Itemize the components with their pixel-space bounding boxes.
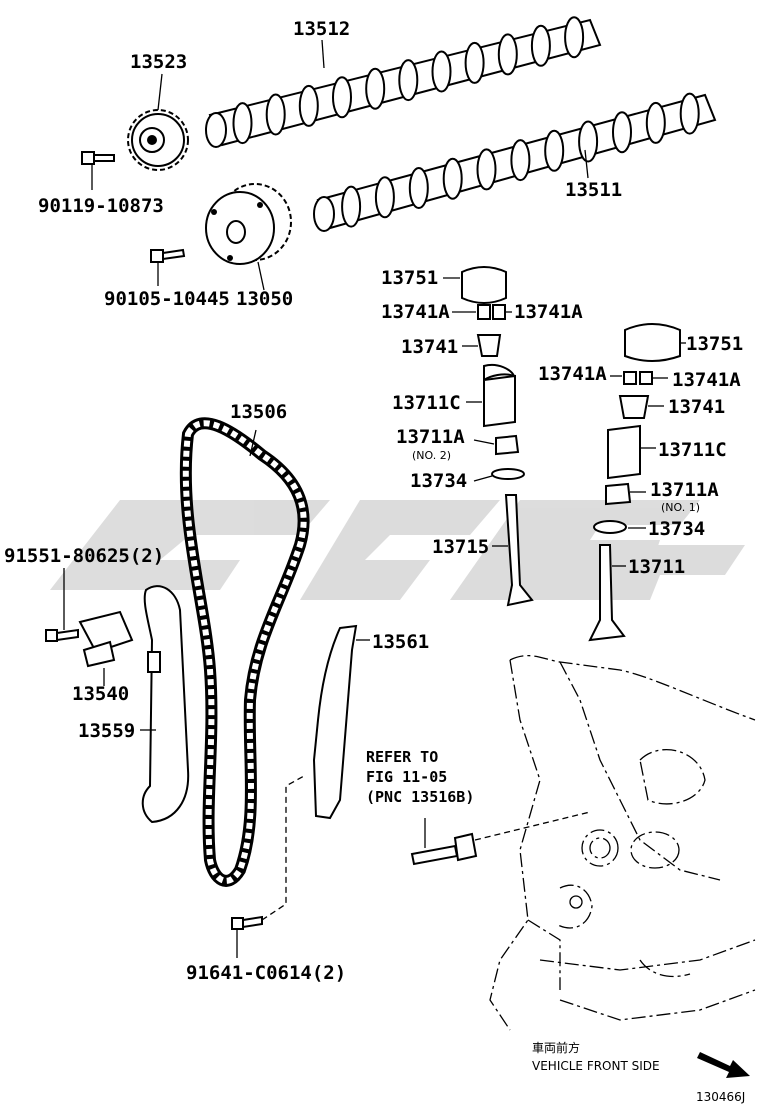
cam-lobe <box>679 92 700 135</box>
part-labels: 13512 13523 13511 90119-10873 90105-1044… <box>4 18 745 1104</box>
sprocket-13523 <box>127 109 189 171</box>
timing-chain-13506 <box>179 417 310 887</box>
cam-lobe <box>530 24 551 67</box>
vehicle-front-jp: 車両前方 <box>532 1040 580 1055</box>
cam-lobe <box>332 76 352 119</box>
label-13751-right: 13751 <box>686 333 743 355</box>
label-91641-c0614: 91641-C0614(2) <box>186 962 346 984</box>
label-no1: (NO. 1) <box>661 501 700 514</box>
vvt-gear-13050 <box>205 183 292 291</box>
label-13050: 13050 <box>236 288 293 310</box>
label-13506: 13506 <box>230 401 287 423</box>
camshaft-13512 <box>205 16 602 148</box>
bolt-90119-10873 <box>81 151 115 190</box>
valve-stack-right <box>588 323 686 642</box>
cam-lobe <box>365 67 386 110</box>
chain-slipper-13561 <box>312 624 370 820</box>
cam-lobe <box>398 59 419 102</box>
cam-lobe <box>431 50 452 93</box>
label-13711a-left: 13711A <box>396 426 465 448</box>
label-13741a-right-2: 13741A <box>672 369 741 391</box>
label-13711a-right: 13711A <box>650 479 719 501</box>
cam-lobe <box>510 139 531 182</box>
label-13540: 13540 <box>72 683 129 705</box>
cam-lobe <box>298 84 319 127</box>
cam-lobe <box>374 176 395 219</box>
label-13734-left: 13734 <box>410 470 467 492</box>
refer-line-2: FIG 11-05 <box>366 768 447 786</box>
cam-lobe <box>341 185 362 228</box>
refer-line-3: (PNC 13516B) <box>366 788 474 806</box>
label-13559: 13559 <box>78 720 135 742</box>
cam-lobe <box>564 16 585 59</box>
cam-lobe <box>232 102 253 145</box>
figure-code: 130466J <box>696 1090 745 1104</box>
label-91551-80625: 91551-80625(2) <box>4 545 164 567</box>
cam-lobe <box>408 167 429 209</box>
bolt-91641-c0614 <box>231 775 305 958</box>
cam-lobe <box>497 33 518 76</box>
label-13741-left: 13741 <box>401 336 458 358</box>
label-13561: 13561 <box>372 631 429 653</box>
bolt-90105-10445 <box>150 248 186 286</box>
cam-lobe <box>464 41 485 84</box>
label-13511: 13511 <box>565 179 622 201</box>
cam-lobe <box>645 101 666 144</box>
label-13711: 13711 <box>628 556 685 578</box>
label-13741a-left-2: 13741A <box>514 301 583 323</box>
bolt-91551-80625 <box>45 568 79 642</box>
vehicle-front-arrow-icon <box>697 1052 750 1078</box>
valve-stack-left <box>452 266 534 607</box>
cam-lobe <box>578 120 599 163</box>
label-90119-10873: 90119-10873 <box>38 195 164 217</box>
cam-lobe <box>442 157 463 200</box>
camshaft-13511 <box>313 92 717 232</box>
label-13715: 13715 <box>432 536 489 558</box>
label-90105-10445: 90105-10445 <box>104 288 230 310</box>
cam-lobe <box>544 129 565 172</box>
cam-lobe <box>265 93 286 136</box>
label-13512: 13512 <box>293 18 350 40</box>
pin-13516b <box>410 811 591 866</box>
label-13734-right: 13734 <box>648 518 705 540</box>
label-13523: 13523 <box>130 51 187 73</box>
engine-block <box>489 655 756 1031</box>
label-13711c-left: 13711C <box>392 392 461 414</box>
label-13711c-right: 13711C <box>658 439 727 461</box>
label-13741a-right-1: 13741A <box>538 363 607 385</box>
cam-lobe <box>612 111 632 154</box>
chain-guide-13559 <box>140 585 190 824</box>
label-no2: (NO. 2) <box>412 449 451 462</box>
label-13751-left: 13751 <box>381 267 438 289</box>
label-13741a-left-1: 13741A <box>381 301 450 323</box>
label-13741-right: 13741 <box>668 396 725 418</box>
refer-line-1: REFER TO <box>366 748 438 766</box>
cam-lobe <box>476 148 497 191</box>
tensioner-13540 <box>78 610 134 686</box>
vehicle-front-en: VEHICLE FRONT SIDE <box>532 1059 660 1073</box>
